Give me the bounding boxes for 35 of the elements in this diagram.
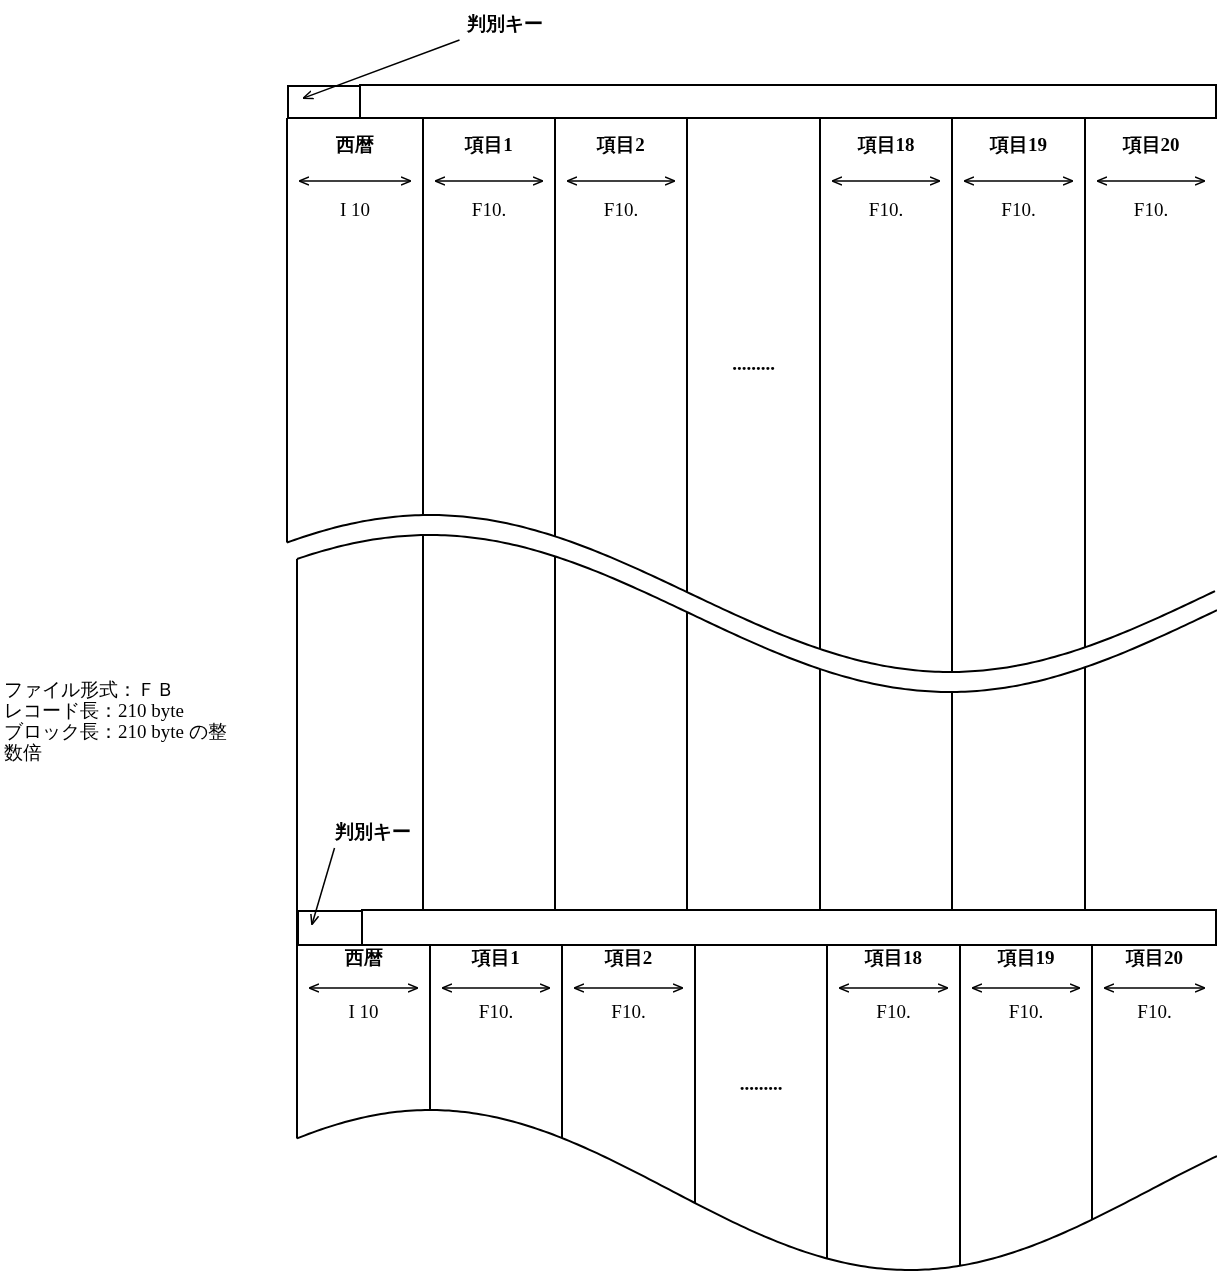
key-field-box — [287, 85, 361, 119]
field-name: 項目1 — [470, 948, 521, 969]
leader-arrow — [310, 847, 336, 926]
field-format: I 10 — [338, 199, 372, 221]
field-format: F10. — [1136, 1002, 1173, 1024]
ellipsis-text: ......... — [738, 1074, 784, 1095]
field-name: 項目19 — [988, 135, 1048, 156]
field-name: 項目1 — [463, 135, 514, 156]
field-format: F10. — [1000, 199, 1037, 221]
callout-label: 判別キー — [334, 822, 412, 843]
field-format: F10. — [477, 1002, 515, 1024]
field-format: F10. — [610, 1002, 647, 1024]
field-name: 西暦 — [343, 948, 384, 969]
spec-text: ブロック長：210 byte の整数倍 — [4, 721, 228, 764]
callout-label: 判別キー — [466, 14, 544, 35]
field-name: 項目18 — [856, 135, 916, 156]
field-format: F10. — [602, 199, 640, 221]
field-name: 項目20 — [1121, 135, 1181, 156]
spec-text: レコード長：210 byte — [4, 700, 185, 722]
ellipsis-text: ......... — [731, 354, 776, 375]
field-format: F10. — [867, 199, 905, 221]
field-format: F10. — [875, 1002, 912, 1024]
leader-arrow — [302, 39, 461, 100]
field-format: F10. — [470, 199, 508, 221]
field-name: 項目20 — [1124, 948, 1184, 969]
key-field-box — [297, 910, 363, 946]
field-name: 項目2 — [603, 948, 654, 969]
field-format: F10. — [1007, 1002, 1045, 1024]
field-format: F10. — [1132, 199, 1170, 221]
field-name: 西暦 — [335, 135, 375, 156]
field-format: I 10 — [347, 1002, 380, 1024]
spec-text: ファイル形式：ＦＢ — [4, 680, 176, 701]
field-name: 項目2 — [595, 135, 646, 156]
field-name: 項目19 — [996, 948, 1056, 969]
field-name: 項目18 — [863, 948, 923, 969]
